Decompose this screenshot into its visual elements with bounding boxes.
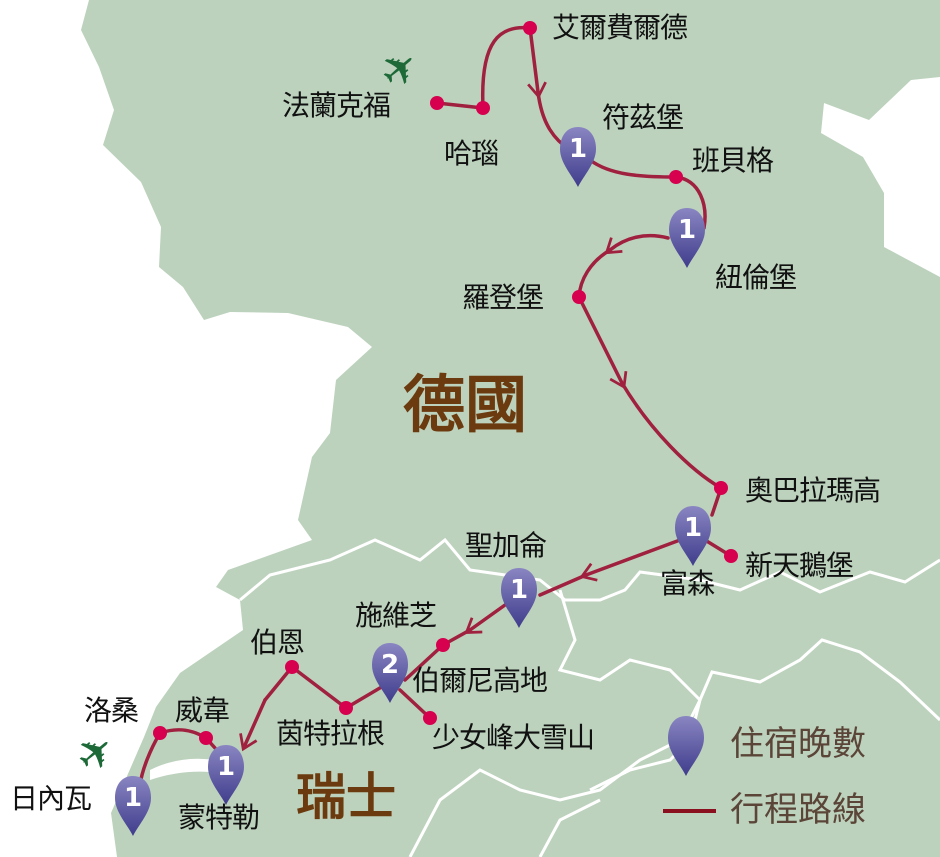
city-label-rothenburg: 羅登堡 <box>462 281 544 314</box>
stay-nights: 1 <box>123 783 143 813</box>
city-label-schwyz: 施維芝 <box>355 599 437 632</box>
map-pin-icon: 1 <box>560 127 596 187</box>
map-pin-icon: 1 <box>669 208 705 268</box>
city-label-hanau: 哈瑙 <box>444 137 499 170</box>
stay-nights: 1 <box>683 513 703 543</box>
city-label-st-gallen: 聖加侖 <box>465 529 547 562</box>
map-pin-icon: 1 <box>115 776 151 836</box>
stay-nights: 1 <box>568 134 588 164</box>
city-label-nuremberg: 紐倫堡 <box>715 261 797 294</box>
legend-route-label: 行程路線 <box>730 790 866 830</box>
stay-nights: 1 <box>216 752 236 782</box>
city-label-lausanne: 洛桑 <box>84 694 139 727</box>
map-pin-icon: 2 <box>372 643 408 703</box>
legend-nights-label: 住宿晚數 <box>730 724 866 764</box>
city-label-wurzburg: 符茲堡 <box>602 101 684 134</box>
city-label-fussen: 富森 <box>660 567 715 600</box>
city-label-neuschwanstein: 新天鵝堡 <box>745 549 854 582</box>
city-label-frankfurt: 法蘭克福 <box>282 89 391 122</box>
map-pin-icon: 1 <box>501 568 537 628</box>
city-label-bern: 伯恩 <box>250 626 305 659</box>
city-label-oberammergau: 奧巴拉瑪高 <box>745 474 881 507</box>
city-dots <box>153 21 738 745</box>
city-label-bamberg: 班貝格 <box>692 144 774 177</box>
city-label-interlaken: 茵特拉根 <box>276 717 385 750</box>
city-label-vevey: 威韋 <box>175 694 230 727</box>
country-label-switzerland: 瑞士 <box>296 768 396 826</box>
lake-geneva <box>150 758 215 780</box>
city-label-geneva: 日內瓦 <box>10 782 92 815</box>
east-area <box>821 77 940 277</box>
city-label-jungfrau: 少女峰大雪山 <box>432 721 595 754</box>
city-label-montreux: 蒙特勒 <box>178 801 260 834</box>
stay-nights: 1 <box>677 215 697 245</box>
city-label-bernese-oberland: 伯爾尼高地 <box>412 664 548 697</box>
france-area <box>0 0 372 857</box>
stay-nights: 2 <box>380 650 400 680</box>
country-label-germany: 德國 <box>403 368 528 441</box>
map-pin-icon: 1 <box>675 506 711 566</box>
legend-pin-icon <box>668 716 704 776</box>
city-label-erfurt: 艾爾費爾德 <box>552 11 688 44</box>
stay-nights: 1 <box>509 575 529 605</box>
map-pin-icon: 1 <box>208 745 244 805</box>
